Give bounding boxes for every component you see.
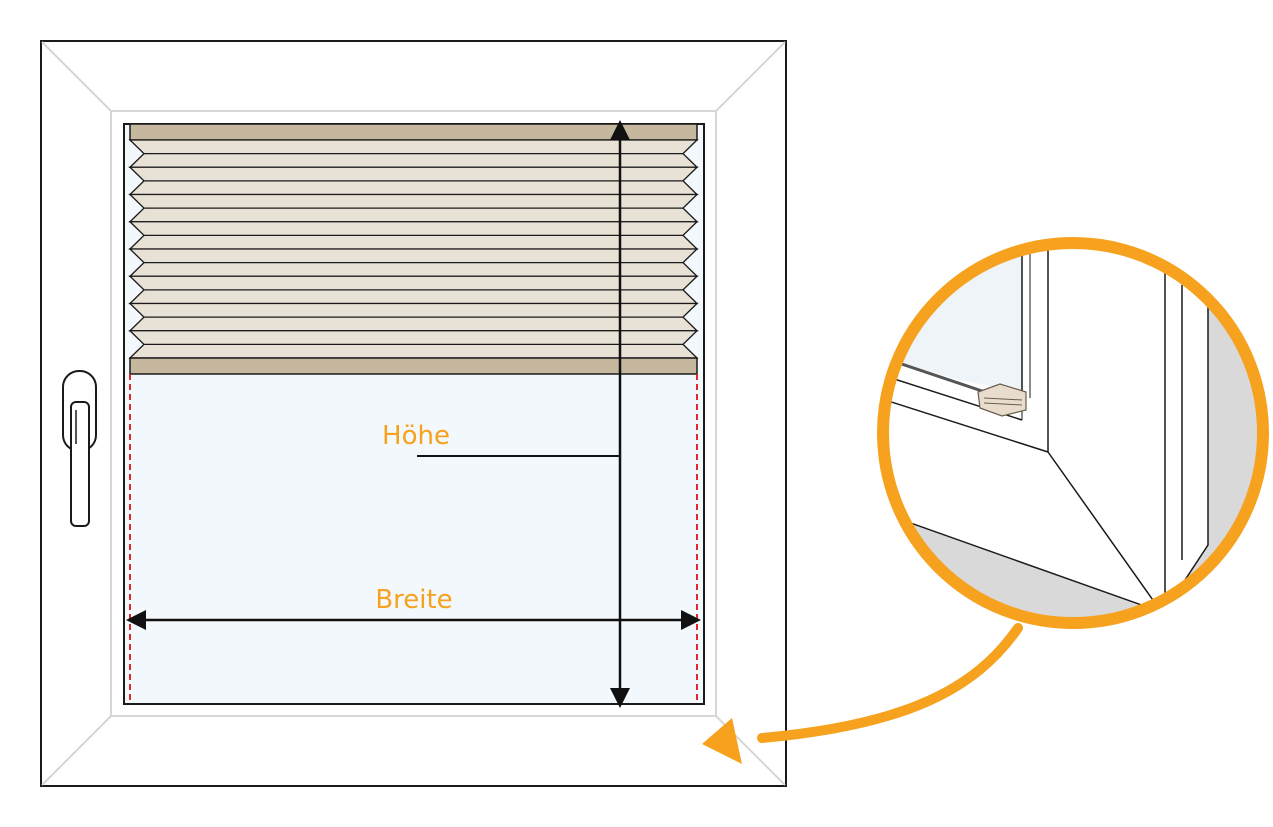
blind-top-rail bbox=[129, 123, 698, 141]
blind-pleats bbox=[128, 139, 699, 359]
window-handle-icon bbox=[62, 370, 97, 527]
height-label: Höhe bbox=[382, 421, 450, 451]
frame-miter-tl bbox=[41, 41, 112, 112]
clamp-bracket-icon bbox=[977, 383, 1027, 417]
frame-miter-bl bbox=[41, 715, 112, 786]
pleated-blind bbox=[128, 123, 699, 375]
detail-ring bbox=[877, 237, 1269, 629]
width-label: Breite bbox=[375, 585, 452, 615]
curved-arrow-icon bbox=[702, 623, 1023, 764]
detail-magnifier bbox=[877, 237, 1269, 629]
blind-bottom-rail bbox=[129, 357, 698, 375]
frame-miter-tr bbox=[715, 41, 786, 112]
inner-frame bbox=[110, 110, 717, 717]
